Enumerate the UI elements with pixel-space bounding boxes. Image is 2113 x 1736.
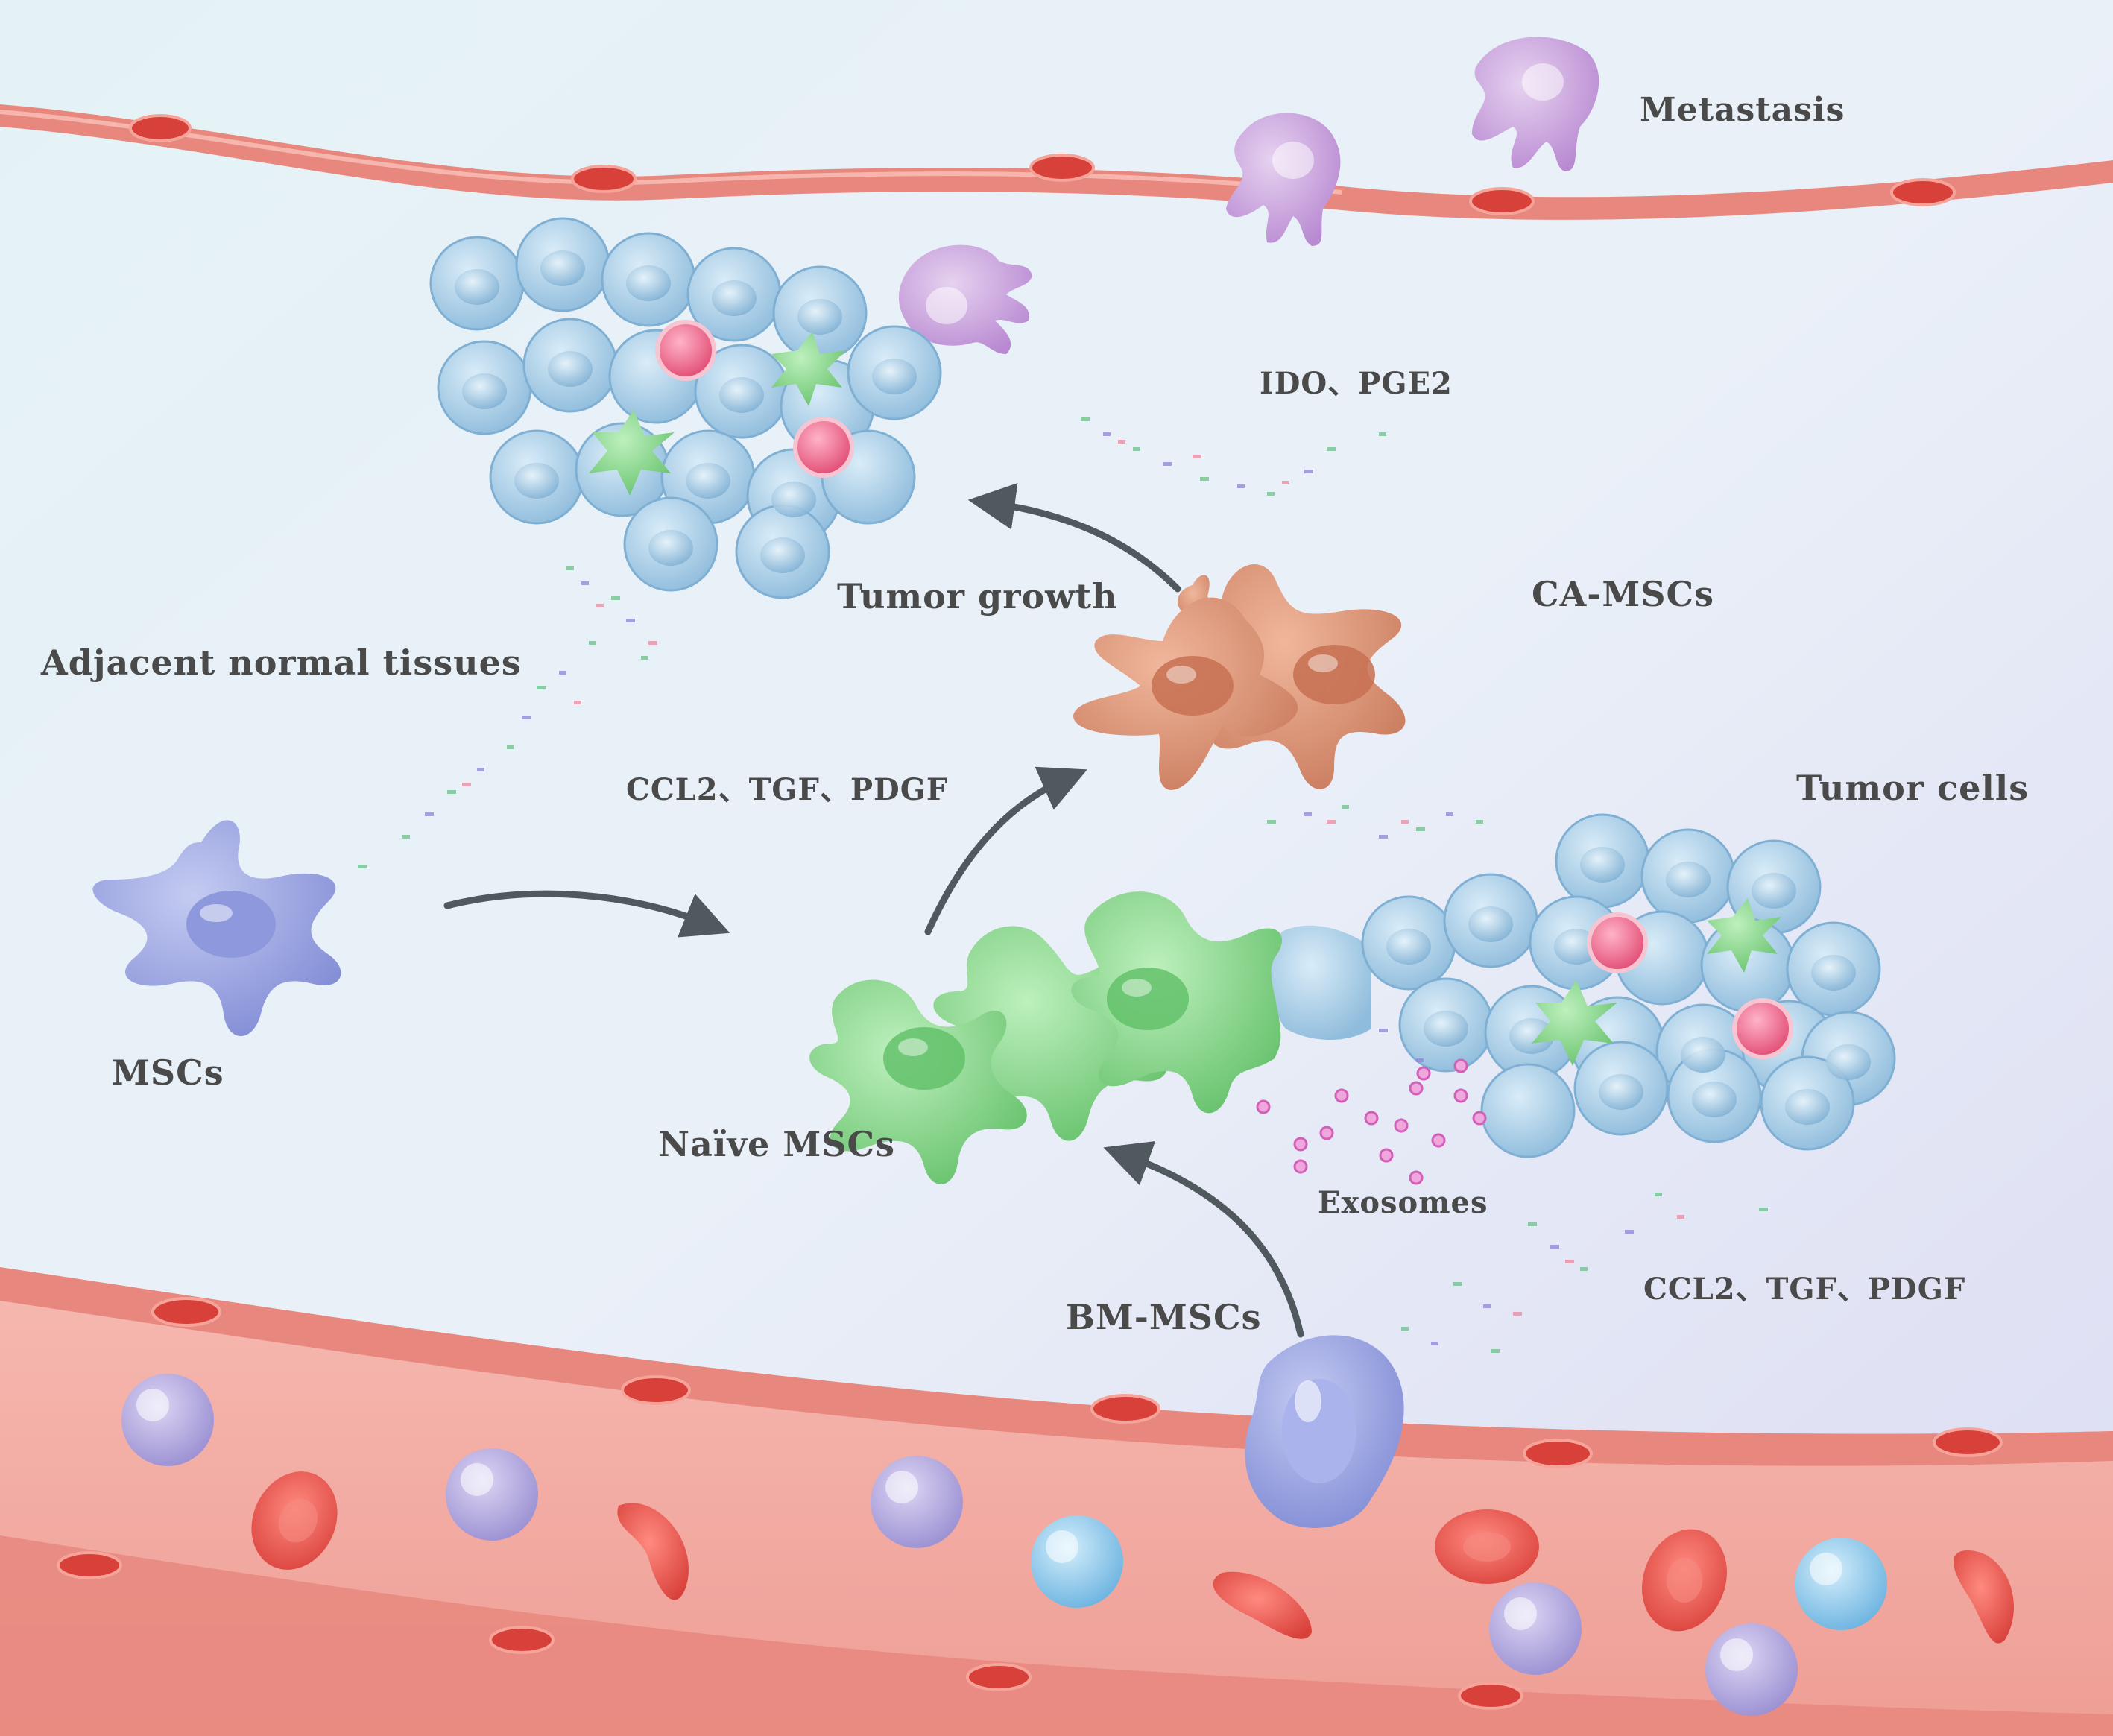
label-metastasis: Metastasis bbox=[1640, 91, 1845, 129]
label-tumor-growth: Tumor growth bbox=[837, 576, 1118, 616]
label-bm-mscs: BM-MSCs bbox=[1066, 1297, 1262, 1337]
label-naive-mscs: Naïve MSCs bbox=[658, 1124, 895, 1164]
white-blood-cells bbox=[121, 1374, 1887, 1716]
label-exosomes: Exosomes bbox=[1318, 1185, 1488, 1220]
tumor-cluster-right bbox=[1271, 813, 1896, 1158]
bottom-vessel bbox=[0, 1267, 2113, 1736]
msc-cell bbox=[92, 820, 341, 1036]
red-blood-cells bbox=[251, 1471, 2014, 1644]
label-factors-lower: CCL2、TGF、PDGF bbox=[1643, 1272, 1966, 1307]
tumor-cluster-upper bbox=[429, 217, 942, 599]
arrow-bm-to-naive bbox=[1103, 1140, 1304, 1338]
label-mscs: MSCs bbox=[112, 1052, 224, 1093]
exosomes bbox=[1256, 1058, 1487, 1185]
label-adjacent-normal-tissues: Adjacent normal tissues bbox=[41, 643, 522, 683]
bm-msc-cell bbox=[1245, 1335, 1404, 1528]
label-factors-upper: CCL2、TGF、PDGF bbox=[626, 772, 949, 807]
arrows bbox=[443, 483, 1304, 1338]
label-ca-mscs: CA-MSCs bbox=[1532, 574, 1715, 614]
arrow-msc-to-naive bbox=[443, 890, 730, 938]
arrow-tumor-growth bbox=[967, 483, 1181, 593]
label-tumor-cells: Tumor cells bbox=[1796, 768, 2030, 808]
label-ido-pge2: IDO、PGE2 bbox=[1260, 366, 1453, 401]
arrow-naive-to-ca bbox=[924, 766, 1087, 935]
top-vessel bbox=[0, 104, 2113, 220]
cytokine-particles bbox=[358, 417, 1768, 1353]
